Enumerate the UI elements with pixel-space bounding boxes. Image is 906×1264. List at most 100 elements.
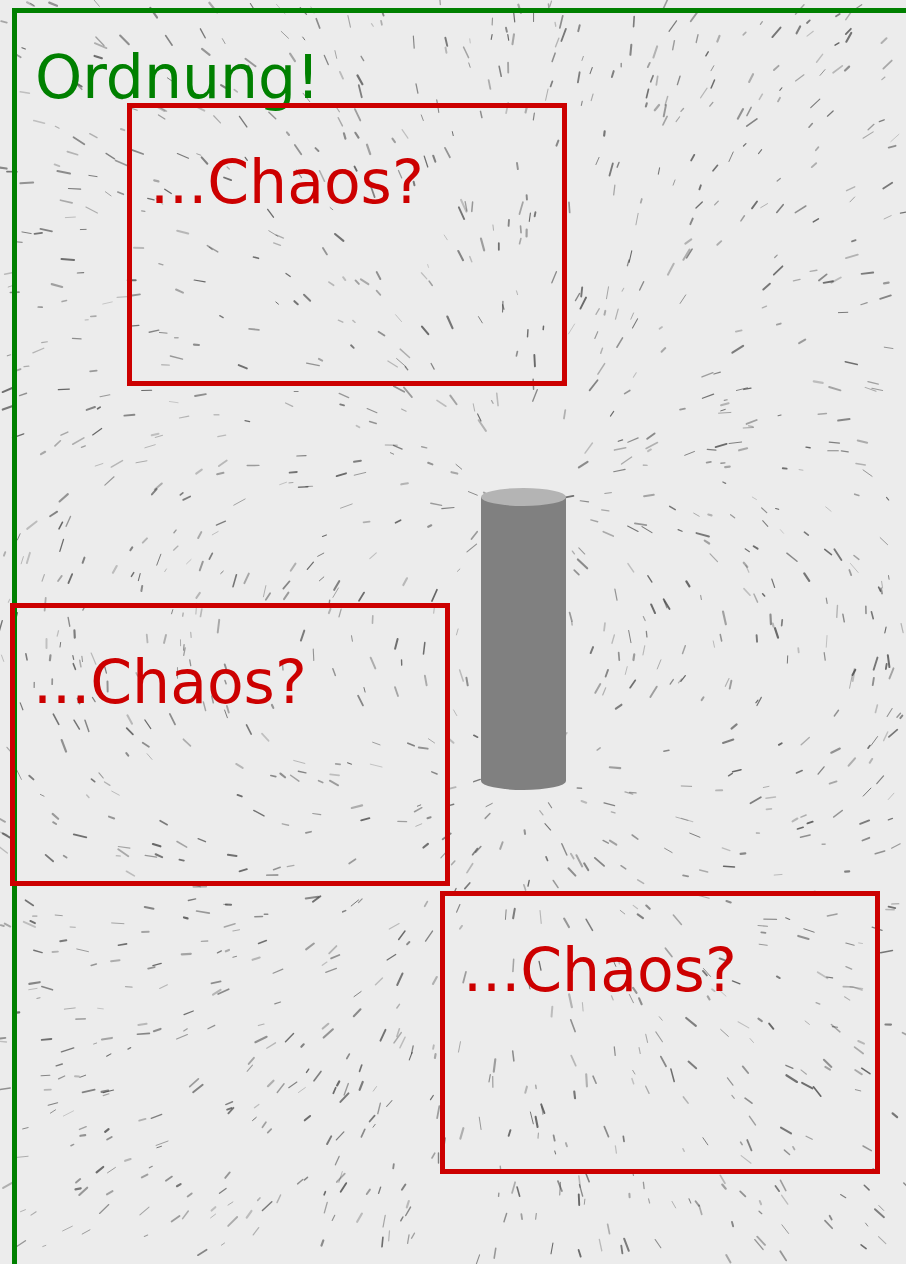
iron-filing [873, 678, 874, 685]
iron-filing [801, 835, 811, 837]
iron-filing [736, 330, 742, 331]
iron-filing [610, 841, 616, 845]
iron-filing [850, 197, 855, 202]
chaos-box: ...Chaos? [440, 891, 880, 1174]
iron-filing [402, 409, 407, 411]
iron-filing [423, 844, 428, 848]
iron-filing [255, 916, 263, 918]
iron-filing [683, 875, 688, 878]
iron-filing [653, 46, 657, 57]
iron-filing [685, 239, 691, 243]
iron-filing [721, 403, 729, 405]
iron-filing [782, 1195, 788, 1204]
iron-filing [525, 1087, 527, 1093]
iron-filing [121, 129, 124, 130]
iron-filing [847, 187, 855, 191]
iron-filing [809, 124, 812, 128]
iron-filing [80, 229, 86, 230]
iron-filing [552, 53, 555, 61]
iron-filing [334, 581, 339, 590]
iron-filing [207, 246, 217, 252]
iron-filing [752, 201, 757, 208]
iron-filing [689, 1062, 697, 1069]
iron-filing [479, 420, 486, 431]
iron-filing [646, 1034, 648, 1042]
iron-filing [155, 435, 162, 437]
iron-filing [853, 669, 855, 681]
iron-filing [888, 793, 894, 799]
iron-filing [871, 612, 873, 619]
iron-filing [556, 38, 559, 47]
iron-filing [218, 989, 229, 994]
iron-filing [579, 1185, 582, 1196]
iron-filing [356, 280, 359, 283]
iron-filing [499, 66, 501, 76]
iron-filing [554, 1135, 555, 1140]
iron-filing [197, 911, 210, 913]
iron-filing [253, 957, 260, 959]
iron-filing [804, 573, 809, 581]
iron-filing [813, 219, 818, 222]
iron-filing [743, 427, 753, 429]
iron-filing [73, 438, 84, 444]
iron-filing [142, 210, 145, 212]
iron-filing [629, 251, 632, 263]
iron-filing [797, 827, 803, 829]
iron-filing [683, 1097, 688, 1103]
iron-filing [40, 794, 44, 796]
iron-filing [825, 1067, 830, 1070]
magnet-body [481, 497, 566, 781]
iron-filing [776, 508, 779, 510]
iron-filing [578, 559, 587, 568]
iron-filing [471, 202, 473, 211]
iron-filing [505, 28, 508, 32]
iron-filing [0, 1037, 5, 1039]
iron-filing [627, 260, 629, 266]
iron-filing [466, 678, 467, 686]
iron-filing [340, 72, 343, 79]
iron-filing [571, 622, 573, 625]
iron-filing [746, 565, 749, 572]
iron-filing [80, 1134, 85, 1137]
iron-filing [647, 433, 654, 438]
iron-filing [338, 320, 342, 322]
iron-filing [658, 168, 659, 174]
iron-filing [175, 337, 178, 338]
iron-filing [467, 544, 477, 552]
iron-filing [143, 743, 149, 747]
iron-filing [228, 1217, 237, 1226]
iron-filing [445, 148, 450, 157]
iron-filing [603, 623, 606, 631]
iron-filing [305, 1177, 308, 1180]
iron-filing [772, 579, 775, 587]
iron-filing [491, 35, 493, 40]
iron-filing [147, 754, 152, 760]
iron-filing [126, 871, 134, 876]
iron-filing [60, 494, 68, 501]
iron-filing [387, 1101, 392, 1107]
iron-filing [329, 609, 331, 613]
iron-filing [105, 782, 110, 785]
iron-filing [62, 258, 74, 261]
iron-filing [433, 156, 435, 162]
iron-filing [397, 1004, 400, 1008]
iron-filing [707, 449, 716, 451]
iron-filing [806, 1136, 812, 1139]
iron-filing [432, 772, 437, 774]
iron-filing [408, 743, 414, 745]
iron-filing [460, 670, 464, 681]
iron-filing [190, 632, 192, 637]
iron-filing [26, 654, 27, 660]
iron-filing [116, 855, 120, 856]
iron-filing [456, 464, 462, 469]
iron-filing [245, 421, 250, 422]
iron-filing [744, 589, 750, 596]
iron-filing [283, 581, 289, 588]
iron-filing [373, 742, 380, 745]
iron-filing [578, 72, 580, 82]
iron-filing [681, 108, 684, 111]
iron-filing [378, 1103, 381, 1113]
iron-filing [632, 1079, 634, 1084]
iron-filing [580, 298, 586, 309]
